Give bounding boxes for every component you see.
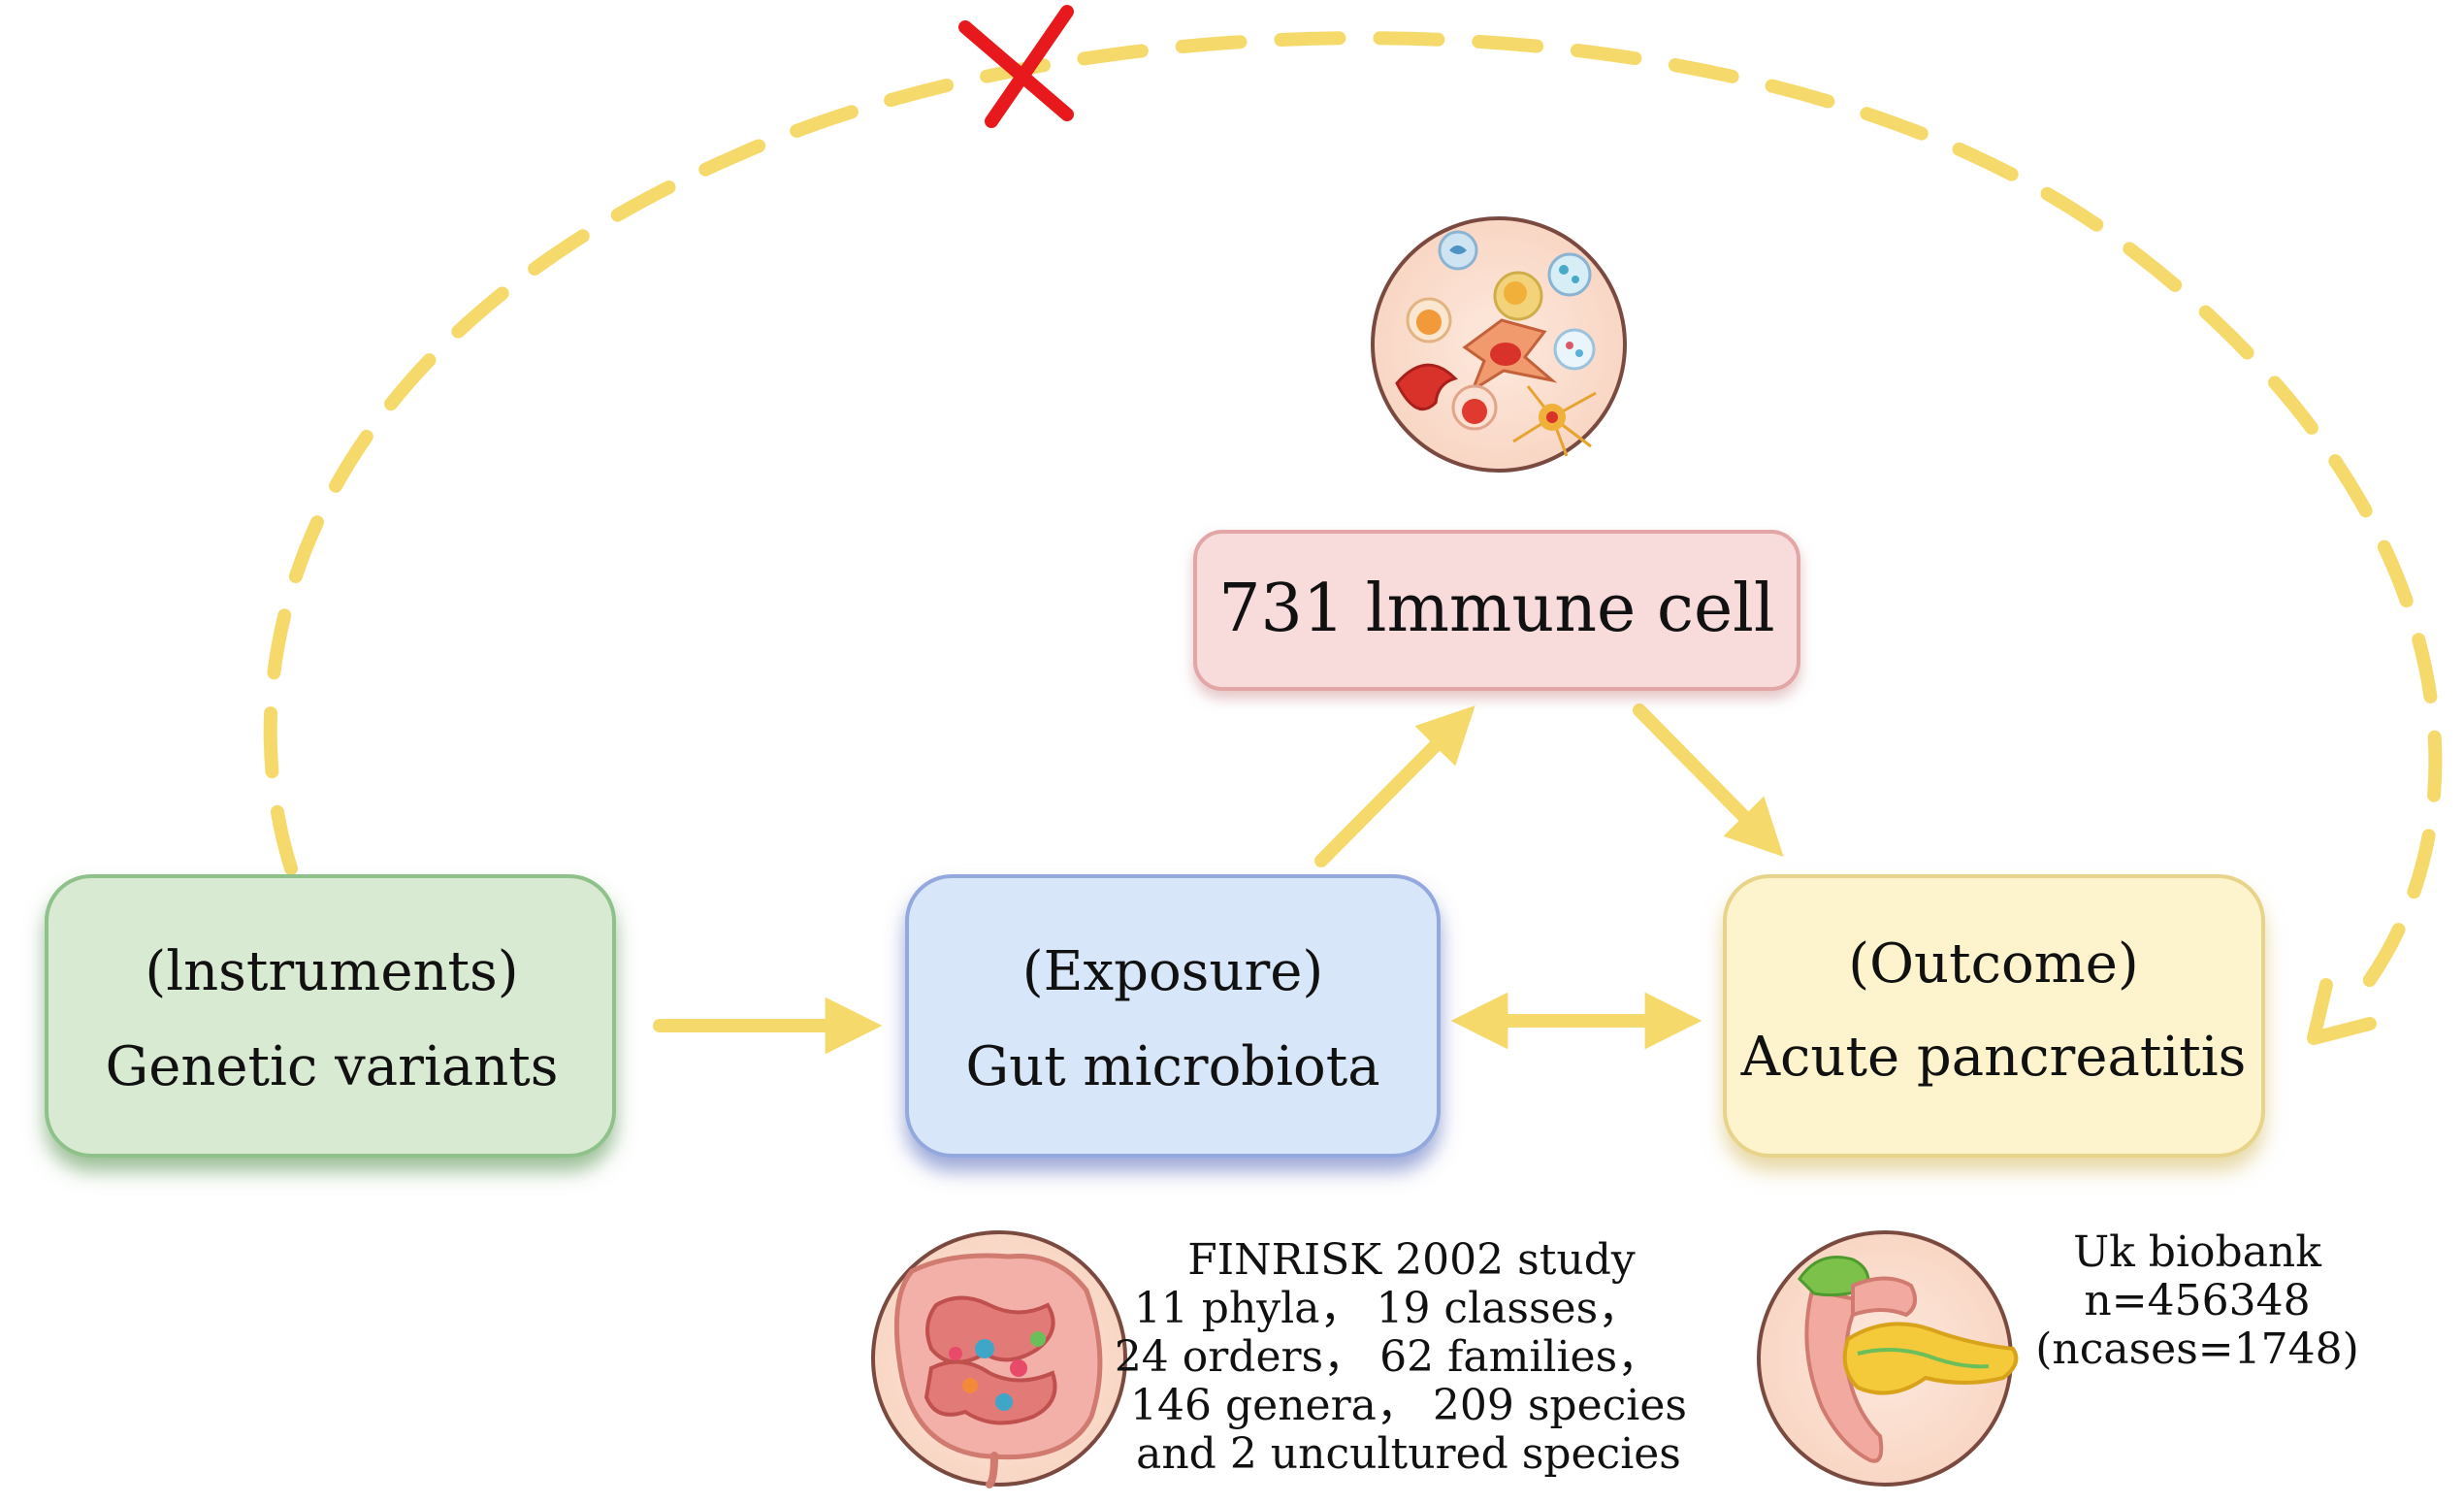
- instruments-role: (lnstruments): [145, 940, 518, 1003]
- node-exposure: (Exposure) Gut microbiota: [905, 874, 1441, 1158]
- instruments-label: Genetic variants: [105, 1035, 558, 1098]
- microbiota-note-line-4: 146 genera， 209 species: [1130, 1381, 1687, 1430]
- node-outcome: (Outcome) Acute pancreatitis: [1723, 874, 2265, 1158]
- exposure-role: (Exposure): [1022, 940, 1323, 1003]
- node-instruments: (lnstruments) Genetic variants: [45, 874, 616, 1158]
- pancreas-icon: [1757, 1230, 2019, 1487]
- direct-path-arc: [263, 31, 2443, 1016]
- red-cross-icon: [958, 5, 1074, 128]
- immune-cells-icon: [1371, 216, 1627, 473]
- biobank-note-line-1: Uk biobank: [2073, 1227, 2321, 1277]
- outcome-label: Acute pancreatitis: [1740, 1026, 2247, 1089]
- microbiota-note-line-5: and 2 uncultured species: [1136, 1429, 1681, 1479]
- direct-path-arrowhead: [2307, 978, 2377, 1045]
- arrow-exposure-to-immune: [1314, 705, 1475, 867]
- intestine-icon: [871, 1230, 1127, 1488]
- microbiota-note-line-3: 24 orders， 62 families，: [1115, 1332, 1660, 1382]
- node-immune-cell: 731 lmmune cell: [1193, 530, 1800, 691]
- exposure-label: Gut microbiota: [965, 1035, 1379, 1098]
- biobank-note-line-2: n=456348: [2084, 1276, 2310, 1325]
- arrow-immune-to-outcome: [1633, 703, 1784, 857]
- microbiota-note-line-1: FINRISK 2002 study: [1187, 1235, 1636, 1285]
- biobank-note: Uk biobank n=456348 (ncases=1748): [2035, 1227, 2359, 1374]
- immune-cell-label: 731 lmmune cell: [1218, 571, 1774, 647]
- microbiota-note: FINRISK 2002 study 11 phyla， 19 classes，…: [1115, 1235, 1687, 1479]
- biobank-note-line-3: (ncases=1748): [2035, 1324, 2359, 1374]
- outcome-role: (Outcome): [1848, 932, 2139, 996]
- microbiota-note-line-2: 11 phyla， 19 classes，: [1134, 1284, 1640, 1333]
